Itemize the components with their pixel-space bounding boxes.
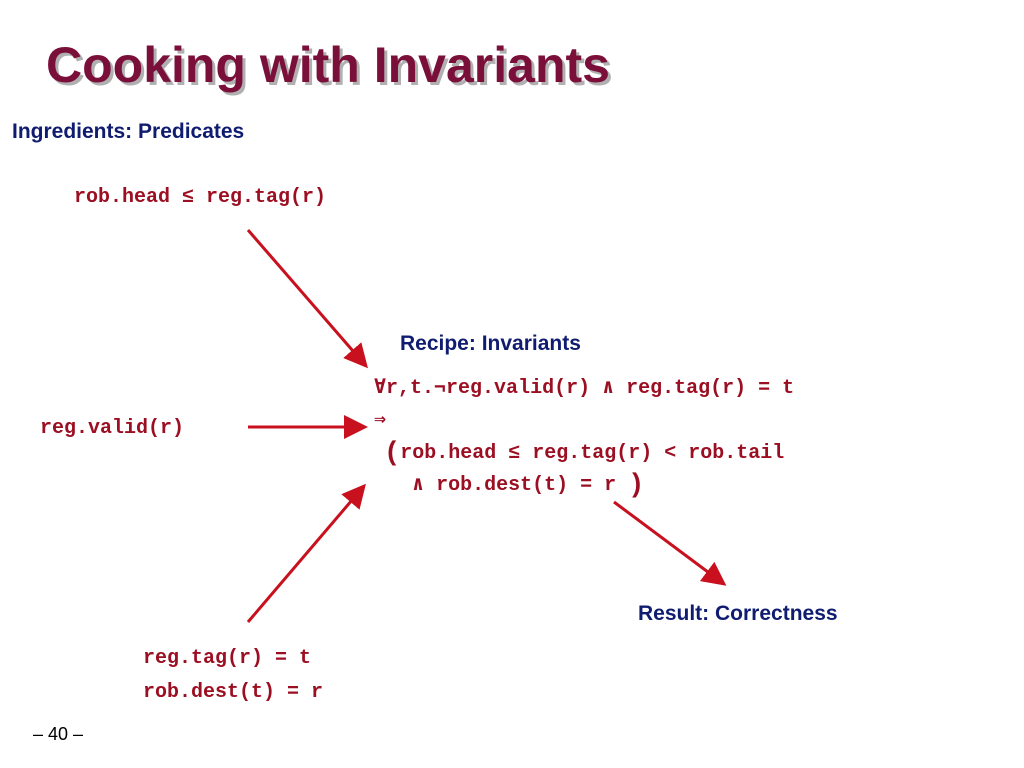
arrow-reg-tag-to-invariant	[246, 483, 366, 623]
invariant-close-paren: )	[628, 471, 645, 501]
invariant-line-3-text: rob.head ≤ reg.tag(r) < rob.tail	[400, 442, 785, 465]
predicate-reg-valid: reg.valid(r)	[40, 417, 185, 440]
predicate-reg-tag: reg.tag(r) = t	[143, 647, 312, 670]
invariant-implies-symbol: ⇒	[374, 409, 387, 432]
invariant-open-paren: (	[384, 439, 401, 469]
recipe-heading: Recipe: Invariants	[400, 332, 581, 355]
page-number: – 40 –	[33, 724, 84, 744]
arrow-rob-head-to-invariant	[246, 229, 368, 369]
invariant-line-3: (rob.head ≤ reg.tag(r) < rob.tail	[384, 441, 784, 468]
invariant-line-4: ∧ rob.dest(t) = r )	[412, 473, 644, 500]
ingredients-heading: Ingredients: Predicates	[12, 120, 245, 143]
invariant-line-4-text: rob.dest(t) = r	[436, 474, 617, 497]
predicate-rob-dest: rob.dest(t) = r	[143, 681, 324, 704]
arrow-invariant-to-result	[613, 500, 727, 586]
invariant-line-1: ∀r,t.¬reg.valid(r) ∧ reg.tag(r) = t	[374, 377, 795, 400]
invariant-and-symbol: ∧	[412, 474, 425, 497]
result-heading: Result: Correctness	[638, 602, 838, 625]
predicate-rob-head: rob.head ≤ reg.tag(r)	[74, 186, 327, 209]
slide-title: Cooking with Invariants	[46, 37, 610, 93]
